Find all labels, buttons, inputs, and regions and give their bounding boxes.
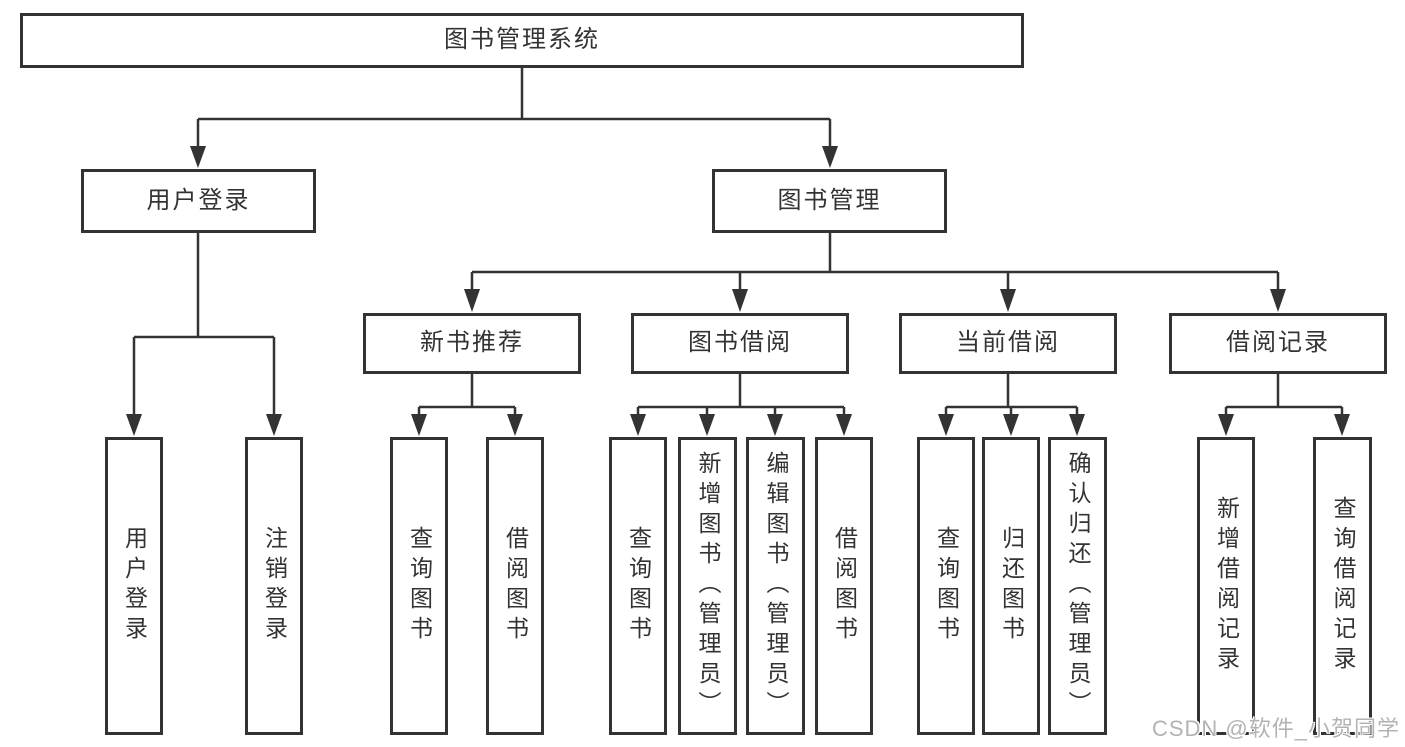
arrow-down-icon	[1334, 414, 1350, 436]
node-book-borrowing: 图书借阅	[631, 313, 849, 374]
connector-borrow-records-to-leaves	[1224, 374, 1344, 418]
node-book-management: 图书管理	[712, 169, 947, 233]
leaf-label: 查询图书	[406, 526, 433, 646]
leaf-query-books-recommend: 查询图书	[390, 437, 448, 735]
node-user-login: 用户登录	[81, 169, 316, 233]
connector-user-login-to-leaves	[132, 233, 276, 418]
arrow-down-icon	[266, 414, 282, 436]
leaf-edit-books-admin: 编辑图书（管理员）	[746, 437, 805, 735]
node-label: 图书借阅	[688, 329, 792, 357]
node-label: 图书管理	[777, 186, 882, 214]
leaf-label: 确认归还（管理员）	[1065, 451, 1091, 721]
arrow-down-icon	[1003, 414, 1019, 436]
node-label: 用户登录	[146, 186, 251, 214]
arrow-down-icon	[822, 146, 838, 168]
leaf-query-books-current: 查询图书	[917, 437, 975, 735]
leaf-return-books: 归还图书	[982, 437, 1040, 735]
leaf-label: 查询借阅记录	[1330, 496, 1356, 676]
leaf-label: 新增图书（管理员）	[695, 451, 721, 721]
leaf-label: 编辑图书（管理员）	[763, 451, 789, 721]
node-root-system: 图书管理系统	[20, 13, 1024, 68]
arrow-down-icon	[411, 414, 427, 436]
leaf-label: 借阅图书	[502, 526, 529, 646]
connector-book-mgmt-to-level3	[470, 233, 1280, 294]
arrow-down-icon	[190, 146, 206, 168]
leaf-borrow-books: 借阅图书	[815, 437, 873, 735]
connector-current-borrow-to-leaves	[944, 374, 1079, 418]
arrow-down-icon	[699, 414, 715, 436]
node-borrowing-records: 借阅记录	[1169, 313, 1387, 374]
arrow-down-icon	[732, 289, 748, 312]
arrow-down-icon	[1000, 289, 1016, 312]
leaf-user-login: 用户登录	[105, 437, 163, 735]
arrow-down-icon	[630, 414, 646, 436]
leaf-label: 新增借阅记录	[1213, 496, 1240, 676]
leaf-add-books-admin: 新增图书（管理员）	[678, 437, 737, 735]
arrow-down-icon	[507, 414, 523, 436]
leaf-label: 查询图书	[625, 526, 652, 646]
node-current-borrowing: 当前借阅	[899, 313, 1117, 374]
node-label: 新书推荐	[420, 329, 524, 357]
leaf-confirm-return-admin: 确认归还（管理员）	[1048, 437, 1107, 735]
leaf-label: 归还图书	[998, 526, 1025, 646]
csdn-watermark: CSDN @软件_小贺同学	[1151, 716, 1400, 741]
leaf-label: 查询图书	[933, 526, 960, 646]
leaf-query-books-borrow: 查询图书	[609, 437, 667, 735]
leaf-query-borrow-record: 查询借阅记录	[1313, 437, 1372, 735]
arrow-down-icon	[938, 414, 954, 436]
arrow-down-icon	[1218, 414, 1234, 436]
arrow-down-icon	[464, 289, 480, 312]
leaf-label: 注销登录	[261, 526, 288, 646]
arrow-down-icon	[836, 414, 852, 436]
arrow-down-icon	[767, 414, 783, 436]
node-label: 借阅记录	[1226, 329, 1330, 357]
leaf-add-borrow-record: 新增借阅记录	[1197, 437, 1255, 735]
arrow-down-icon	[1069, 414, 1085, 436]
leaf-logout: 注销登录	[245, 437, 303, 735]
connector-new-book-to-leaves	[417, 374, 517, 418]
leaf-label: 借阅图书	[831, 526, 858, 646]
node-label: 当前借阅	[956, 329, 1060, 357]
node-new-book-recommend: 新书推荐	[363, 313, 581, 374]
leaf-borrow-books-recommend: 借阅图书	[486, 437, 544, 735]
connector-root-to-level2	[196, 68, 832, 150]
leaf-label: 用户登录	[121, 526, 148, 646]
node-label: 图书管理系统	[444, 26, 600, 54]
arrow-down-icon	[126, 414, 142, 436]
connector-book-borrow-to-leaves	[636, 374, 846, 418]
arrow-down-icon	[1270, 289, 1286, 312]
